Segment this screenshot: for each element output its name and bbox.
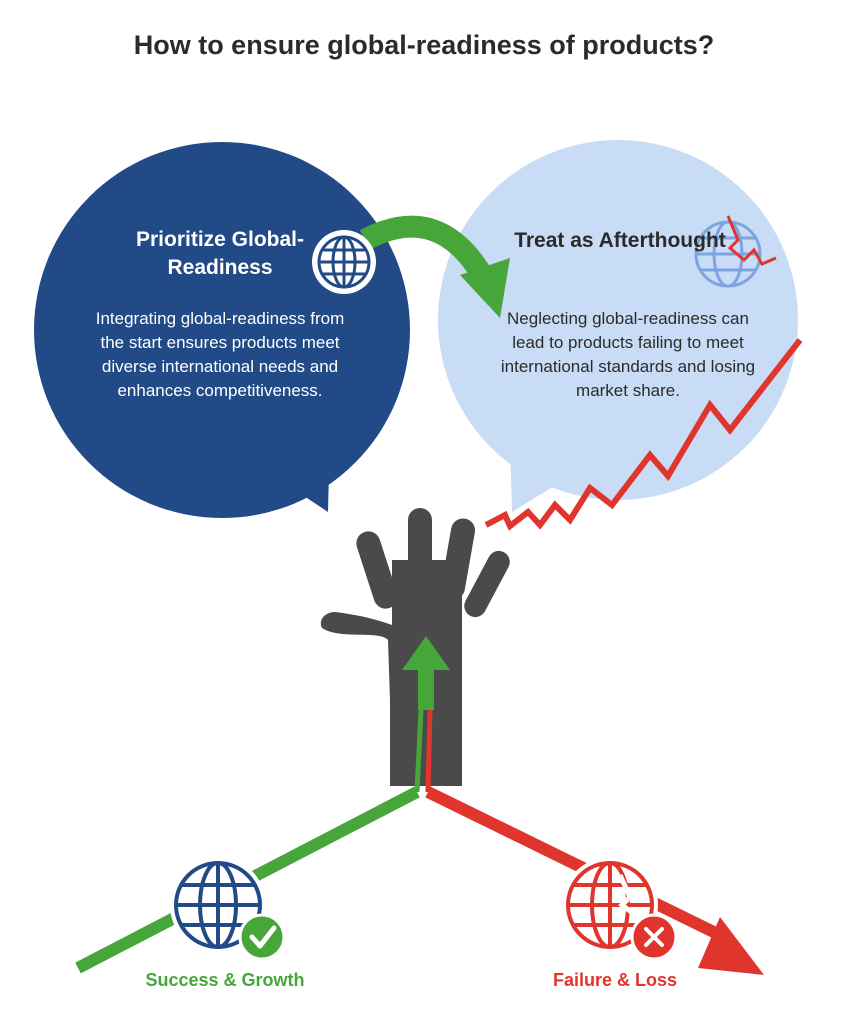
- left-speech-bubble: [34, 142, 410, 518]
- failure-zigzag-line: [484, 338, 803, 531]
- success-stem: [414, 709, 424, 793]
- globe-x-icon: [562, 857, 678, 961]
- checkmark-badge: [238, 913, 286, 961]
- prioritize-heading: Prioritize Global-Readiness: [135, 228, 305, 279]
- transition-arrow: [359, 215, 510, 318]
- prioritize-description: Integrating global-readiness from the st…: [95, 309, 345, 400]
- globe-icon: [312, 230, 376, 294]
- failure-path: [425, 786, 764, 975]
- afterthought-heading: Treat as Afterthought: [514, 229, 726, 252]
- up-arrow: [402, 636, 450, 710]
- page-title: How to ensure global-readiness of produc…: [133, 30, 715, 60]
- failure-label: Failure & Loss: [552, 970, 678, 990]
- afterthought-description: Neglecting global-readiness can lead to …: [500, 309, 756, 400]
- failure-stem: [425, 709, 433, 793]
- cracked-globe-icon: [694, 215, 777, 288]
- globe-check-icon: [170, 857, 286, 961]
- success-label: Success & Growth: [145, 970, 305, 990]
